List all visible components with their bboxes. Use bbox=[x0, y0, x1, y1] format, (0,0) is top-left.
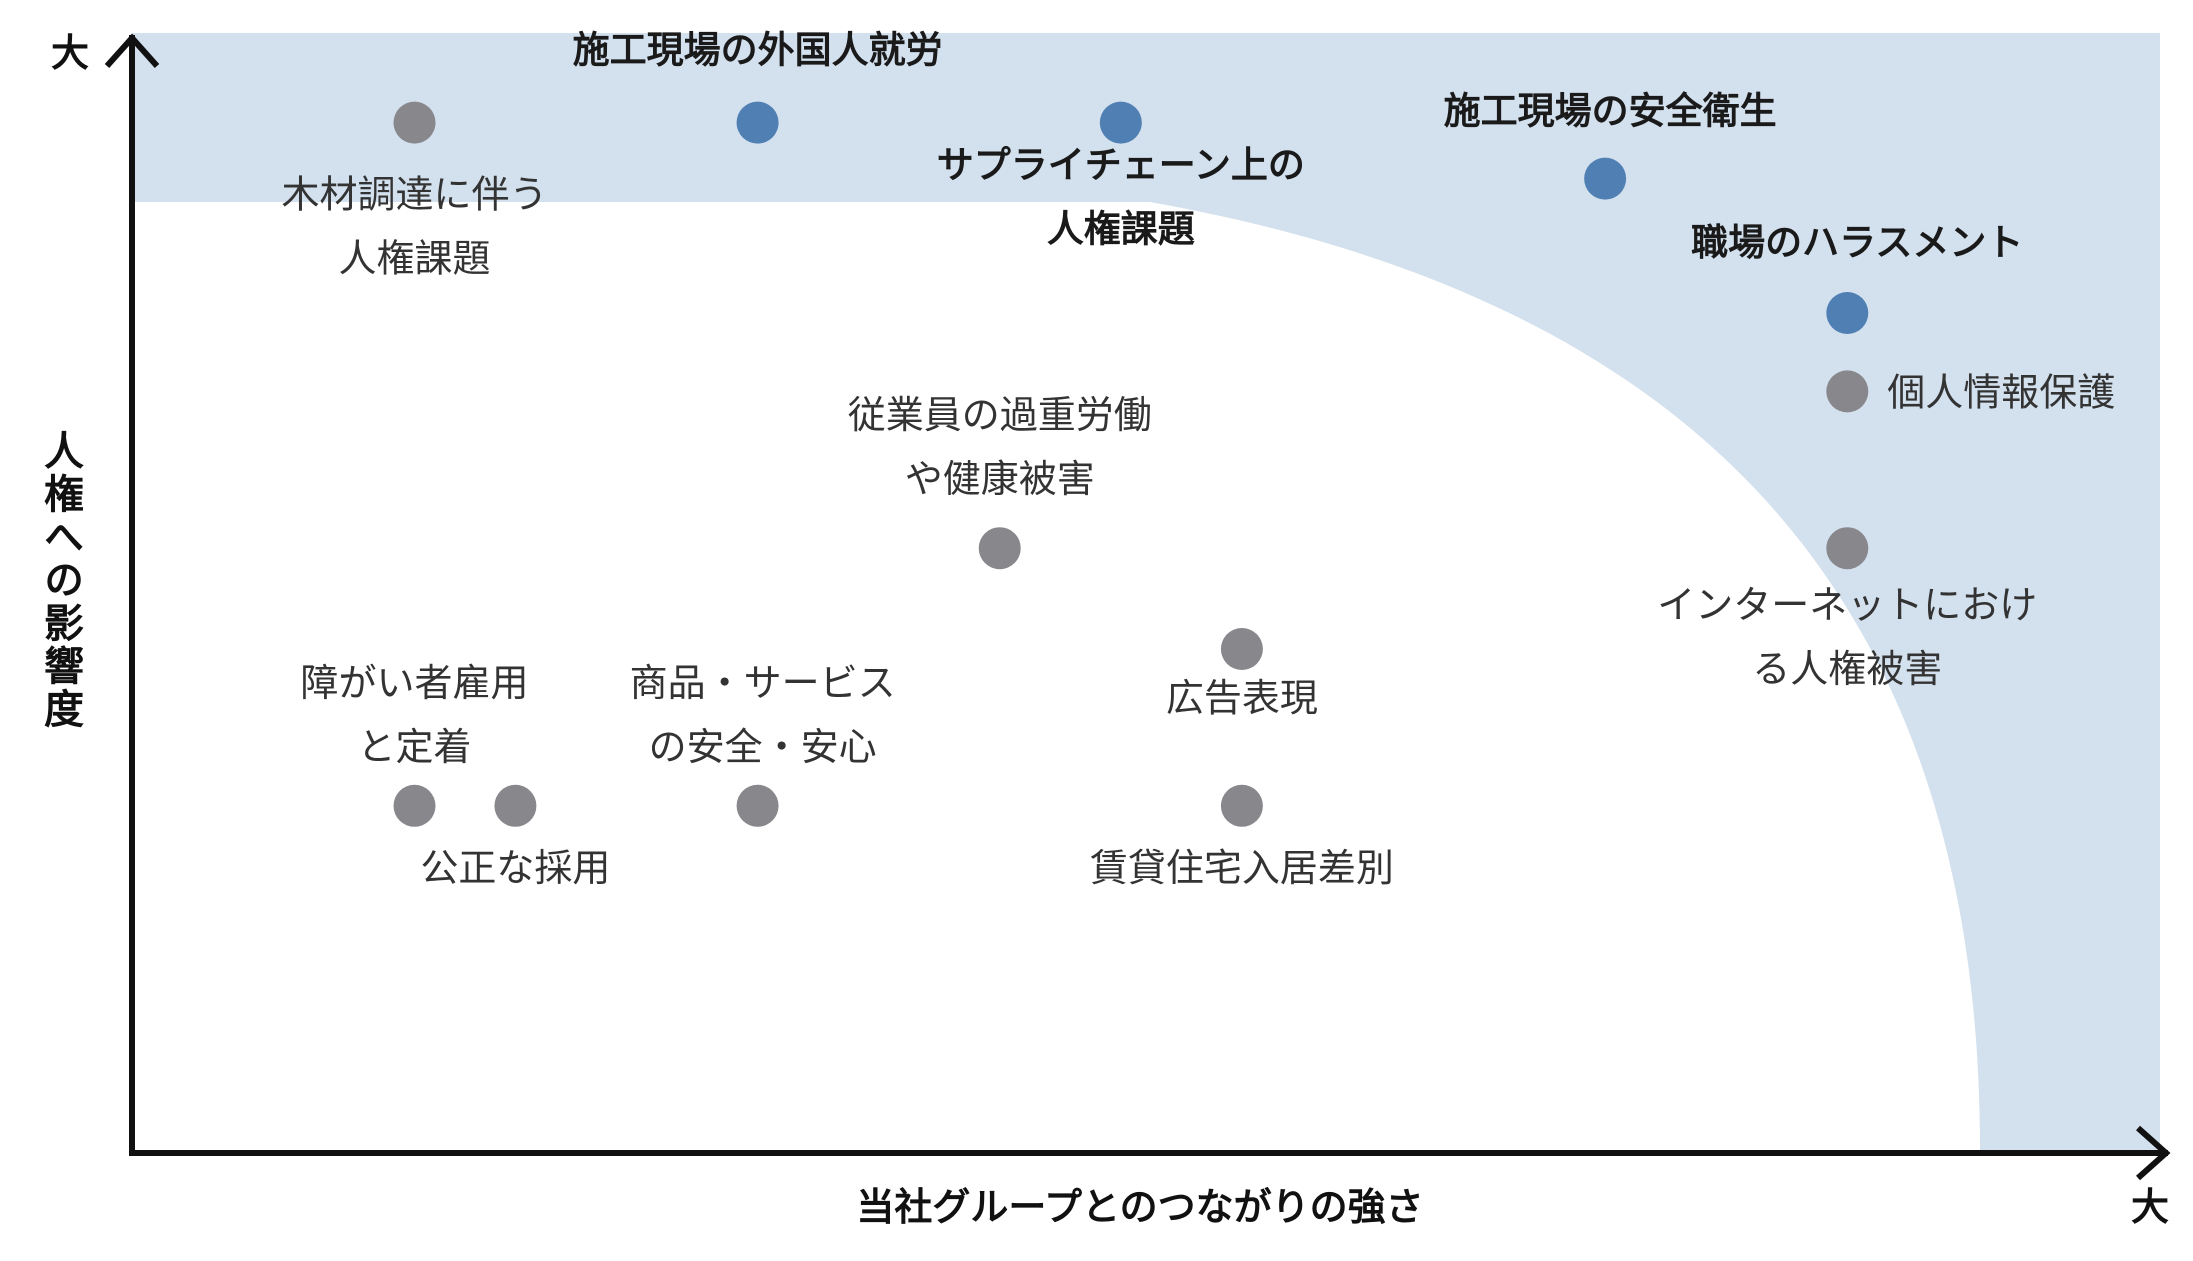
priority-point-4 bbox=[1826, 292, 1869, 334]
axis-layer bbox=[104, 33, 2171, 1181]
point-label-1: 施工現場の外国人就労 bbox=[573, 29, 943, 72]
y-axis-end-label: 大 bbox=[51, 31, 89, 75]
point-label-5: 木材調達に伴う人権課題 bbox=[282, 173, 548, 281]
point-label-7: 従業員の過重労働や健康被害 bbox=[848, 393, 1152, 501]
point-label-8: インターネットにおける人権被害 bbox=[1657, 583, 2037, 691]
priority-region bbox=[132, 33, 2160, 1150]
point-10 bbox=[393, 784, 436, 827]
point-label-2: サプライチェーン上の人権課題 bbox=[937, 144, 1305, 251]
point-label-10: 障がい者雇用と定着 bbox=[301, 661, 529, 769]
point-label-11: 公正な採用 bbox=[420, 846, 610, 890]
point-label-6: 個人情報保護 bbox=[1887, 370, 2115, 414]
point-label-3: 施工現場の安全衛生 bbox=[1444, 90, 1777, 133]
x-axis-arrowhead bbox=[2136, 1125, 2171, 1181]
point-7 bbox=[978, 527, 1021, 570]
y-axis-title: 人権への影響度 bbox=[37, 430, 83, 731]
y-axis-arrowhead bbox=[104, 33, 160, 68]
priority-point-3 bbox=[1584, 157, 1627, 200]
label-layer: 当社グループとのつながりの強さ 大 大 施工現場の外国人就労サプライチェーン上の… bbox=[51, 29, 2169, 1229]
highlight-region-layer bbox=[132, 33, 2160, 1150]
x-axis-end-label: 大 bbox=[2131, 1185, 2169, 1229]
point-5 bbox=[393, 101, 436, 144]
point-label-13: 賃貸住宅入居差別 bbox=[1090, 846, 1394, 890]
point-12 bbox=[736, 784, 779, 827]
priority-point-1 bbox=[736, 101, 779, 144]
y-axis-title-box: 人権への影響度 bbox=[30, 430, 90, 750]
point-label-4: 職場のハラスメント bbox=[1691, 221, 2023, 264]
point-8 bbox=[1826, 527, 1869, 570]
point-layer bbox=[393, 101, 1869, 827]
point-label-12: 商品・サービスの安全・安心 bbox=[630, 661, 896, 769]
point-6 bbox=[1826, 370, 1869, 413]
point-11 bbox=[494, 784, 537, 827]
priority-point-2 bbox=[1099, 101, 1142, 144]
point-13 bbox=[1220, 784, 1263, 827]
point-9 bbox=[1220, 628, 1263, 670]
point-label-9: 広告表現 bbox=[1166, 676, 1318, 720]
x-axis-title: 当社グループとのつながりの強さ bbox=[856, 1185, 1423, 1229]
